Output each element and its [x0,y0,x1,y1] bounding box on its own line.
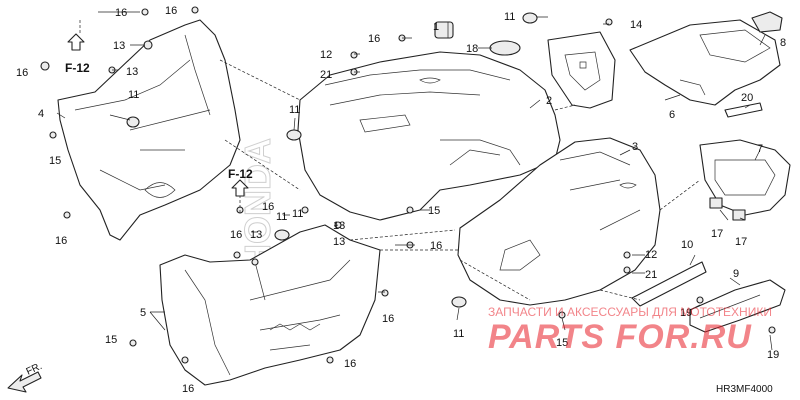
frame-ref-arrow-2 [231,179,249,197]
watermark-brand: PARTS FOR.RU [488,318,752,356]
callout-15b: 15 [428,205,440,217]
callout-15c: 15 [105,334,117,346]
callout-20: 20 [741,92,753,104]
part-6-rear-cover [629,19,781,106]
callout-16i: 16 [382,313,394,325]
callout-16c: 16 [16,67,28,79]
part-1-rear-fender [297,51,561,221]
callout-11d: 11 [276,211,287,223]
part-7-tail-housing [699,139,791,216]
front-direction-arrow [7,371,42,393]
callout-21b: 21 [645,269,657,281]
callout-17a: 17 [711,228,723,240]
callout-11f: 11 [292,208,303,220]
callout-16d: 16 [55,235,67,247]
frame-ref-arrow-1 [67,33,85,51]
callout-3: 3 [632,141,638,153]
frame-ref-label-2: F-12 [228,167,253,181]
part-9-lower-guard [689,279,786,333]
part-1-fitting [434,21,454,39]
part-5-footrest-panel [159,224,381,386]
callout-16a: 16 [115,7,127,19]
callout-19b: 19 [767,349,779,361]
leader-lines [56,11,773,351]
callout-16k: 16 [344,358,356,370]
callout-16g: 16 [230,229,242,241]
callout-4: 4 [38,108,44,120]
callout-11e: 11 [453,328,464,340]
callout-17b: 17 [735,236,747,248]
callout-6: 6 [669,109,675,121]
callout-13a: 13 [113,40,125,52]
callout-12a: 12 [320,49,332,61]
callout-labels: 1 2 3 4 5 6 7 8 9 10 11 11 11 11 11 12 1… [16,5,786,395]
callout-14: 14 [630,19,642,31]
callout-15d: 15 [556,337,568,349]
watermark-tagline: ЗАПЧАСТИ И АКСЕССУАРЫ ДЛЯ МОТОТЕХНИКИ [488,305,772,319]
callout-15a: 15 [49,155,61,167]
callout-13b: 13 [126,66,138,78]
dashed-guides [79,20,701,301]
callout-2: 2 [546,95,552,107]
callout-1: 1 [433,21,439,33]
diagram-code: HR3MF4000 [716,384,773,395]
callout-16f: 16 [262,201,274,213]
callout-7: 7 [757,143,763,155]
callout-9: 9 [733,268,739,280]
part-18-cap [489,40,521,56]
callout-11c: 11 [128,89,139,101]
part-8-clip [751,11,783,33]
callout-19a: 19 [680,307,692,319]
callout-16b: 16 [165,5,177,17]
callout-16j: 16 [182,383,194,395]
part-10-strip [631,261,707,307]
callout-11a: 11 [504,11,515,23]
callout-13e: 13 [333,236,345,248]
front-label: FR. [25,361,44,378]
callout-21a: 21 [320,69,332,81]
callout-5: 5 [140,307,146,319]
part-20-strap [724,102,763,118]
callout-11b: 11 [289,104,300,116]
callout-12b: 12 [645,249,657,261]
callout-8: 8 [780,37,786,49]
part-3-rear-fender-right [457,137,661,306]
callout-16h: 16 [430,240,442,252]
callout-16e: 16 [368,33,380,45]
part-17-pads [709,197,746,221]
callout-18: 18 [466,43,478,55]
part-4-front-fender-left [57,19,241,241]
grommets [126,12,538,308]
part-2-bracket [547,31,616,109]
callout-13c: 13 [250,229,262,241]
callout-13d: 13 [333,220,345,232]
frame-ref-label-1: F-12 [65,61,90,75]
callout-10: 10 [681,239,693,251]
